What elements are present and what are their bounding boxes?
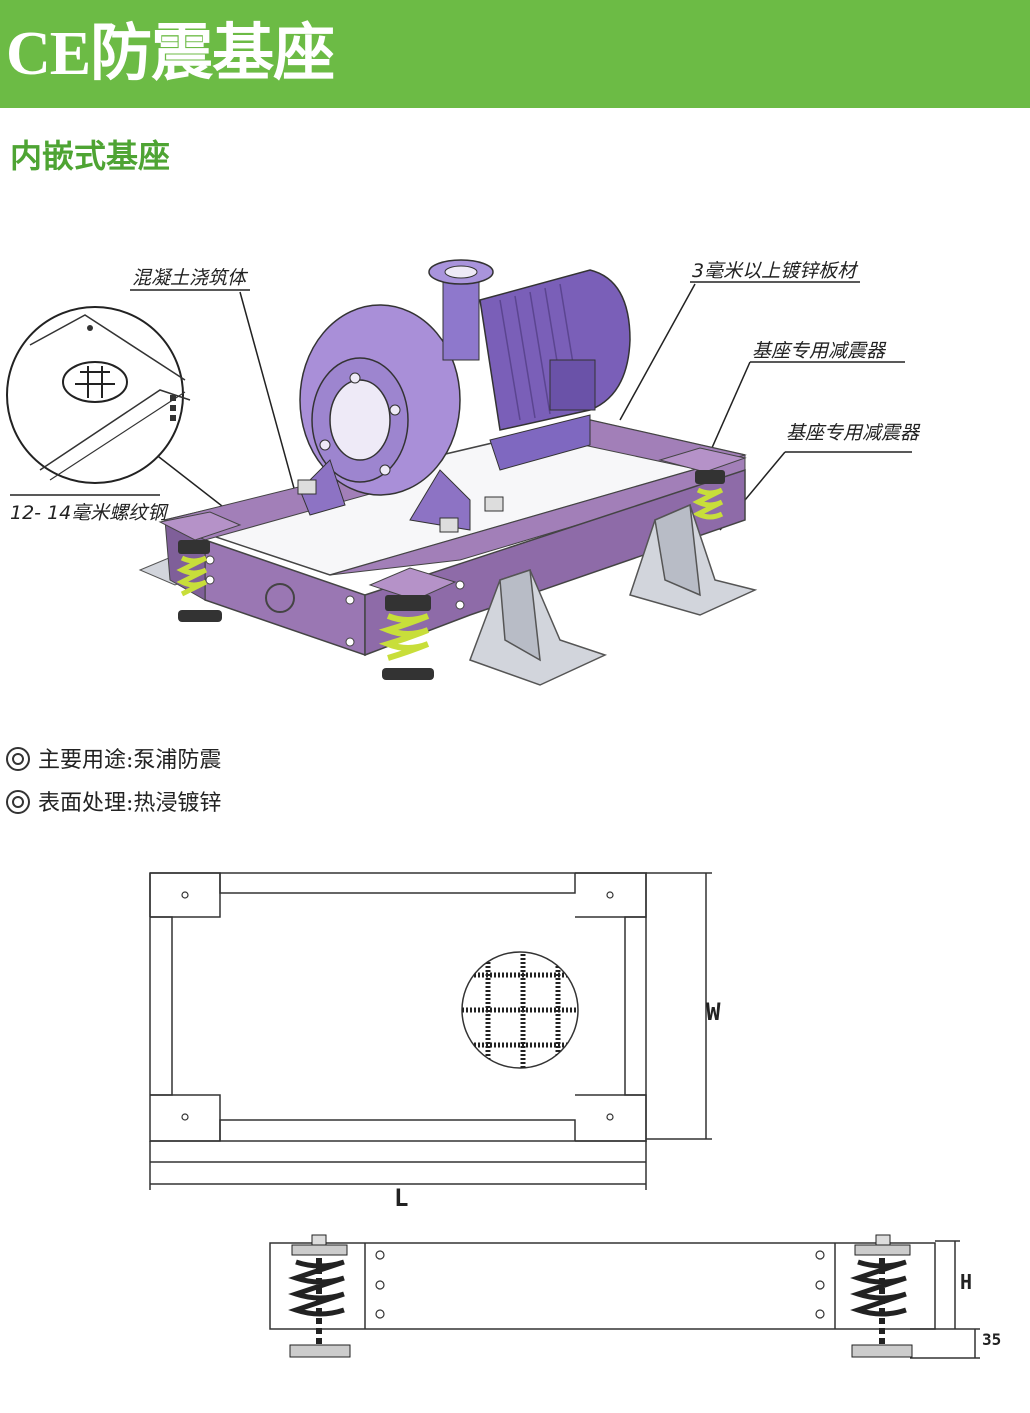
pump-assembly: [297, 259, 631, 533]
section-title: 内嵌式基座: [10, 137, 171, 175]
spec-finish-label: 表面处理:: [38, 791, 134, 816]
callout-concrete: 混凝土浇筑体: [132, 267, 247, 289]
spec-finish-value: 热浸镀锌: [133, 791, 222, 816]
spec-finish: 表面处理:热浸镀锌: [6, 785, 221, 817]
dimension-width: W: [706, 998, 721, 1026]
side-spring-left: [288, 1234, 351, 1358]
spring-isolators: [176, 470, 725, 680]
spec-usage-value: 泵浦防震: [133, 748, 222, 773]
page-title: CE防震基座: [6, 20, 335, 88]
dimension-length: L: [394, 1184, 409, 1212]
callout-isolator-2: 基座专用减震器: [786, 422, 920, 444]
side-spring-right: [850, 1234, 913, 1358]
rebar-detail-circle: [6, 306, 191, 484]
callout-isolator-1: 基座专用减震器: [752, 340, 886, 362]
callout-rebar: 12- 14毫米螺纹钢: [10, 502, 167, 524]
dimension-height: H: [960, 1270, 973, 1294]
double-circle-icon: [6, 747, 30, 771]
rebar-mesh-detail: [461, 951, 579, 1069]
mounting-brackets: [469, 503, 758, 686]
dimension-clearance: 35: [982, 1330, 1002, 1349]
pump-base-illustration: [6, 259, 912, 686]
header-bar: CE防震基座: [0, 0, 1030, 108]
side-elevation-drawing: [269, 1234, 980, 1359]
callout-plate: 3毫米以上镀锌板材: [692, 260, 857, 282]
spec-usage: 主要用途:泵浦防震: [6, 742, 221, 774]
double-circle-icon: [6, 790, 30, 814]
plan-view-drawing: [149, 872, 712, 1190]
spec-usage-label: 主要用途:: [38, 748, 134, 773]
